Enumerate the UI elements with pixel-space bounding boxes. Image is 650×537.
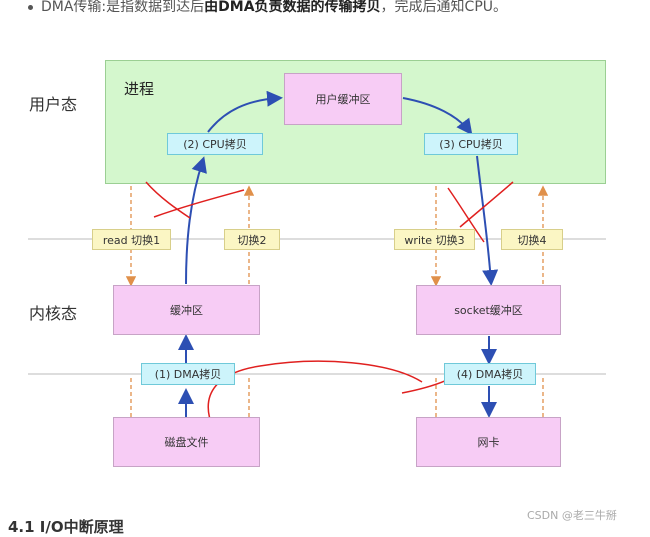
cpu2-to-userbuffer-arrow xyxy=(207,90,283,133)
bullet-suffix: ，完成后通知CPU。 xyxy=(380,0,508,15)
userbuffer-to-cpu3-arrow xyxy=(402,97,473,136)
kernel-buffer-box: 缓冲区 xyxy=(113,285,260,335)
cpu-copy-3: (3) CPU拷贝 xyxy=(424,133,518,155)
bullet-text: DMA传输:是指数据到达后由DMA负责数据的传输拷贝，完成后通知CPU。 xyxy=(28,0,507,16)
nic-box: 网卡 xyxy=(416,417,561,467)
annotation-mark-2 xyxy=(153,189,245,218)
dma-copy-4: (4) DMA拷贝 xyxy=(444,363,536,385)
buffer-to-cpu2-arrow xyxy=(185,156,207,285)
bullet-bold: 由DMA负责数据的传输拷贝 xyxy=(204,0,381,15)
user-buffer-box: 用户缓冲区 xyxy=(284,73,402,125)
process-title: 进程 xyxy=(124,80,155,98)
switch-4-label: 切换4 xyxy=(501,229,563,250)
bullet-dot xyxy=(28,4,33,10)
annotation-mark-3 xyxy=(447,187,485,243)
switch-1-label: read 切换1 xyxy=(92,229,171,250)
kernel-mode-label: 内核态 xyxy=(29,304,78,323)
switch-2-label: 切换2 xyxy=(224,229,280,250)
section-heading: 4.1 I/O中断原理 xyxy=(8,518,124,536)
dma-copy-1: (1) DMA拷贝 xyxy=(141,363,235,385)
socket-buffer-box: socket缓冲区 xyxy=(416,285,561,335)
annotation-mark-4 xyxy=(459,181,514,228)
annotation-curve-1 xyxy=(207,360,423,429)
disk-file-box: 磁盘文件 xyxy=(113,417,260,467)
cpu-copy-2: (2) CPU拷贝 xyxy=(167,133,263,155)
cpu3-to-socket-arrow xyxy=(476,155,499,286)
csdn-watermark: CSDN @老三牛掰 xyxy=(527,509,617,522)
switch-3-label: write 切换3 xyxy=(394,229,475,250)
annotation-mark-1 xyxy=(145,181,191,219)
bullet-prefix: DMA传输:是指数据到达后 xyxy=(41,0,205,15)
user-mode-label: 用户态 xyxy=(29,95,78,114)
